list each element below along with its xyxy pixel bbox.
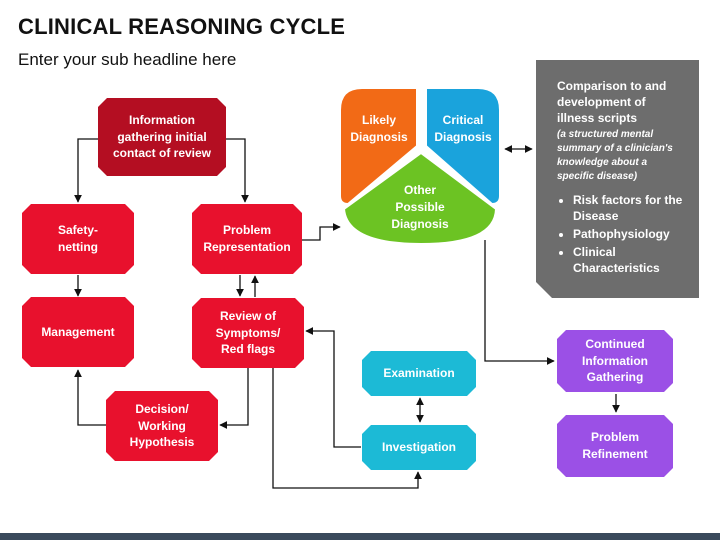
illness-scripts-bullet: Pathophysiology	[573, 226, 691, 242]
illness-scripts-heading: Comparison to and development of illness…	[557, 78, 691, 127]
page-title: CLINICAL REASONING CYCLE	[18, 14, 346, 39]
decision-hypothesis-label-1: Decision/	[135, 402, 189, 417]
safety-netting-label-1: Safety-	[57, 223, 98, 238]
problem-refinement-box: Problem Refinement	[557, 415, 673, 477]
other-diagnosis-segment	[342, 151, 498, 246]
likely-diagnosis-line-2: Diagnosis	[350, 129, 408, 144]
illness-scripts-bullet: Risk factors for the Disease	[573, 192, 691, 224]
other-diagnosis-line-1: Other	[403, 183, 436, 197]
review-of-symptoms-label-3: Red flags	[220, 342, 275, 357]
other-diagnosis-line-2: Possible	[395, 199, 445, 214]
illness-scripts-list: Risk factors for the Disease Pathophysio…	[557, 192, 691, 277]
investigation-label: Investigation	[381, 440, 456, 455]
illness-scripts-heading-1: Comparison to and	[557, 79, 667, 93]
problem-representation-label-2: Representation	[203, 240, 291, 254]
problem-refinement-label-1: Problem	[590, 430, 639, 445]
arrow-diagnosis-to-continued	[484, 240, 555, 365]
illness-scripts-heading-2: development of	[557, 95, 646, 110]
critical-diagnosis-line-2: Diagnosis	[434, 129, 492, 144]
arrow-problem-to-diagnosis	[302, 223, 341, 241]
review-of-symptoms-label-1: Review of	[219, 309, 276, 324]
continued-information-label-2: Information	[582, 353, 648, 368]
likely-diagnosis-segment	[339, 87, 418, 206]
investigation-box: Investigation	[362, 425, 476, 470]
critical-diagnosis-label: Critical Diagnosis	[430, 112, 496, 146]
illness-scripts-description-1: (a structured mental	[557, 128, 654, 140]
critical-diagnosis-segment	[425, 87, 501, 206]
arrow-investigation-to-review	[305, 327, 361, 448]
other-diagnosis-line-3: Diagnosis	[391, 216, 449, 231]
information-gathering-box: Information gathering initial contact of…	[98, 98, 226, 176]
continued-information-box: Continued Information Gathering	[557, 330, 673, 392]
critical-diagnosis-line-1: Critical	[442, 113, 484, 127]
arrow-info-to-problem	[225, 138, 249, 203]
arrow-review-to-investigation	[272, 368, 422, 489]
safety-netting-label-2: netting	[57, 240, 98, 254]
diagnosis-pie	[339, 87, 501, 246]
illness-scripts-description-4: specific disease)	[557, 170, 638, 182]
illness-scripts-description-3: knowledge about a	[557, 156, 648, 168]
management-box: Management	[22, 297, 134, 367]
problem-representation-label-1: Problem	[222, 223, 271, 238]
review-of-symptoms-box: Review of Symptoms/ Red flags	[192, 298, 304, 368]
illness-scripts-description: (a structured mental summary of a clinic…	[557, 128, 691, 184]
decision-hypothesis-label-2: Working	[138, 418, 186, 433]
illness-scripts-description-2: summary of a clinician's	[557, 142, 673, 154]
likely-diagnosis-label: Likely Diagnosis	[346, 112, 412, 146]
decision-hypothesis-box: Decision/ Working Hypothesis	[106, 391, 218, 461]
likely-diagnosis-line-1: Likely	[361, 113, 397, 127]
information-gathering-label-2: gathering initial	[117, 129, 207, 144]
arrow-decision-to-management	[74, 369, 106, 426]
page-subtitle: Enter your sub headline here	[18, 50, 237, 69]
examination-label: Examination	[383, 366, 455, 381]
footer-bar	[0, 533, 720, 540]
arrow-review-to-decision	[219, 368, 249, 429]
safety-netting-box: Safety- netting	[22, 204, 134, 274]
information-gathering-label-3: contact of review	[112, 146, 212, 161]
illness-scripts-heading-3: illness scripts	[557, 111, 638, 126]
other-diagnosis-label: Other Possible Diagnosis	[380, 182, 460, 232]
illness-scripts-bullet: Clinical Characteristics	[573, 244, 691, 276]
illness-scripts-box: Comparison to and development of illness…	[536, 60, 699, 298]
review-of-symptoms-label-2: Symptoms/	[215, 325, 281, 340]
problem-refinement-label-2: Refinement	[582, 447, 648, 461]
examination-box: Examination	[362, 351, 476, 396]
decision-hypothesis-label-3: Hypothesis	[129, 435, 195, 450]
management-label: Management	[41, 324, 115, 339]
problem-representation-box: Problem Representation	[192, 204, 302, 274]
continued-information-label-3: Gathering	[586, 370, 644, 385]
continued-information-label-1: Continued	[585, 337, 645, 352]
arrow-info-to-safety	[74, 138, 99, 203]
information-gathering-label-1: Information	[129, 113, 195, 128]
